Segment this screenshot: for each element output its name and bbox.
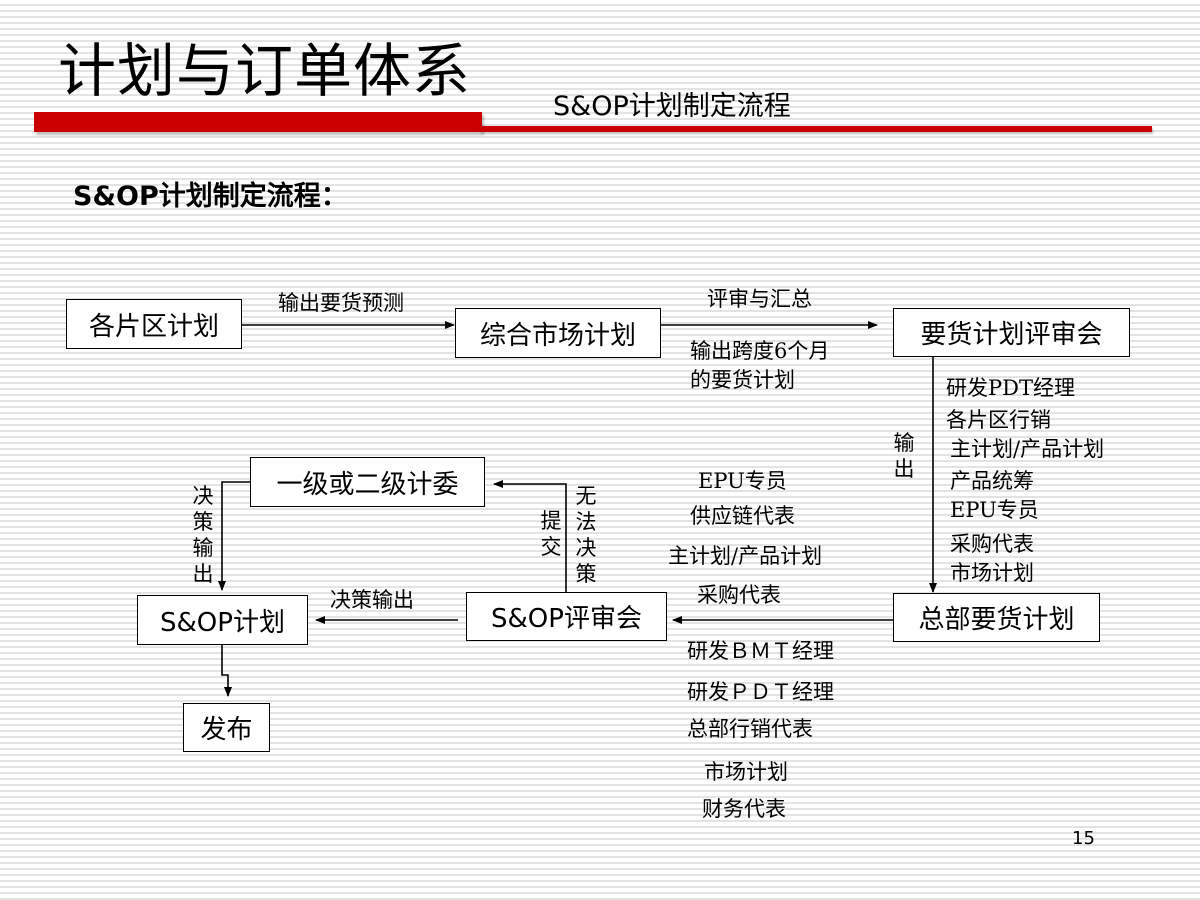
participant: 研发PDT经理: [946, 376, 1075, 400]
node-sop-review-meeting: S&OP评审会: [466, 592, 667, 641]
participant: 采购代表: [950, 532, 1034, 556]
arrow-committee-to-sop-plan: [218, 481, 250, 591]
node-publish: 发布: [183, 703, 270, 752]
participant: EPU专员: [698, 469, 787, 493]
page-subtitle: S&OP计划制定流程: [553, 91, 791, 122]
label-output-6month-line1: 输出跨度6个月: [690, 339, 830, 363]
participant: 研发ＢＭＴ经理: [687, 639, 834, 663]
node-sop-plan: S&OP计划: [137, 595, 308, 645]
label-output-vertical: 输出: [893, 431, 915, 481]
participant: 市场计划: [950, 561, 1034, 585]
participant: 供应链代表: [690, 504, 795, 528]
header-accent-line: [480, 126, 1152, 132]
node-integrated-market-plan: 综合市场计划: [455, 308, 661, 358]
page-title: 计划与订单体系: [58, 37, 472, 105]
arrow-sop-review-to-committee: [493, 480, 567, 592]
participant: 各片区行销: [946, 408, 1051, 432]
node-regional-plan: 各片区计划: [66, 299, 242, 349]
participant: 财务代表: [702, 797, 786, 821]
participant: 主计划/产品计划: [950, 437, 1105, 461]
label-output-forecast: 输出要货预测: [278, 291, 404, 315]
page-number: 15: [1072, 828, 1095, 849]
header-accent-bar: [34, 112, 482, 132]
participant: 采购代表: [697, 583, 781, 607]
label-decision-output-vertical: 决策输出: [192, 484, 214, 586]
node-demand-review-meeting: 要货计划评审会: [893, 308, 1130, 357]
node-committee: 一级或二级计委: [250, 457, 485, 507]
node-hq-demand-plan: 总部要货计划: [893, 593, 1100, 642]
participant: 产品统筹: [950, 469, 1034, 493]
label-submit: 提交: [540, 509, 562, 559]
participant: 市场计划: [704, 760, 788, 784]
participant: 研发ＰＤＴ经理: [687, 680, 834, 704]
label-no-decision: 无法决策: [575, 484, 597, 586]
label-decision-output: 决策输出: [330, 588, 414, 612]
participant: 主计划/产品计划: [668, 544, 823, 568]
section-heading: S&OP计划制定流程：: [73, 181, 348, 212]
label-output-6month-line2: 的要货计划: [690, 368, 795, 392]
label-review-summary: 评审与汇总: [707, 287, 812, 311]
participant: 总部行销代表: [687, 717, 813, 741]
arrow-sop-plan-to-publish: [221, 645, 232, 697]
participant: EPU专员: [950, 498, 1039, 522]
